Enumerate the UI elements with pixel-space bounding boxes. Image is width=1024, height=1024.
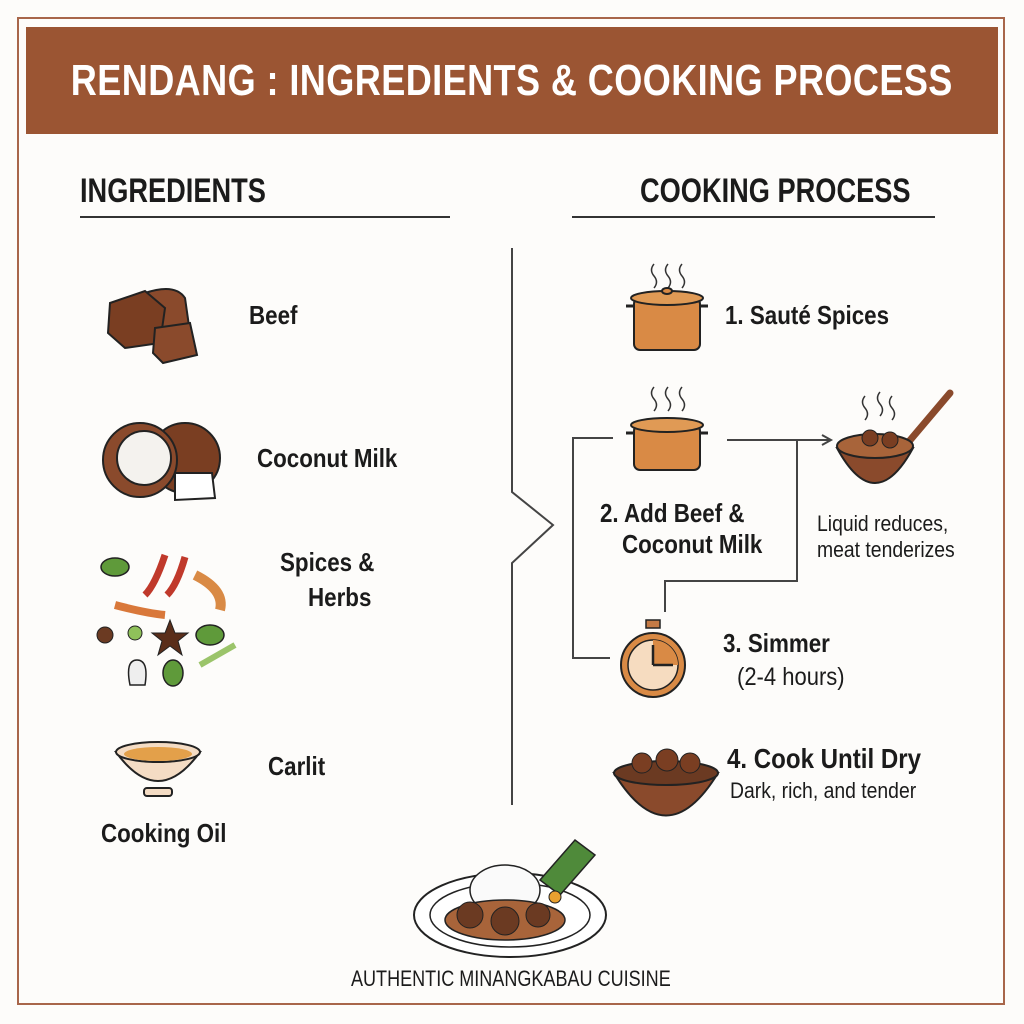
ingredients-underline	[80, 216, 450, 218]
process-heading: COOKING PROCESS	[640, 172, 911, 210]
step-4-sub: Dark, rich, and tender	[730, 778, 917, 803]
process-underline	[572, 216, 935, 218]
side-note-line2: meat tenderizes	[817, 537, 955, 562]
ingredient-carlit: Carlit	[268, 751, 326, 781]
page-frame	[17, 17, 1005, 1005]
beef-cubes-icon	[106, 288, 199, 365]
stew-bowl-icon	[835, 389, 954, 484]
steam-pot-icon	[626, 263, 708, 351]
spices-herbs-icon	[96, 553, 237, 687]
ingredient-cooking-oil: Cooking Oil	[101, 818, 227, 848]
ingredient-beef: Beef	[249, 300, 298, 330]
side-note-line1: Liquid reduces,	[817, 511, 949, 536]
ingredient-spices-line2: Herbs	[308, 582, 372, 612]
stopwatch-icon	[620, 619, 686, 698]
oil-bowl-icon	[114, 741, 202, 797]
rendang-bowl-icon	[612, 748, 720, 817]
step-1-label: 1. Sauté Spices	[725, 300, 890, 330]
ingredient-spices-line1: Spices &	[280, 547, 375, 577]
rendang-plate-icon	[413, 838, 607, 958]
title-banner: RENDANG : INGREDIENTS & COOKING PROCESS	[26, 27, 998, 134]
ingredients-heading: INGREDIENTS	[80, 172, 266, 210]
page-title: RENDANG : INGREDIENTS & COOKING PROCESS	[71, 55, 953, 105]
step-4-label: 4. Cook Until Dry	[727, 743, 922, 774]
coconut-icon	[102, 422, 221, 502]
step-2-line1: 2. Add Beef &	[600, 498, 745, 528]
step-3-line2: (2-4 hours)	[737, 663, 845, 691]
step-2-line2: Coconut Milk	[622, 529, 763, 559]
step-3-line1: 3. Simmer	[723, 628, 830, 658]
pot-icon	[626, 386, 708, 471]
footer-caption: AUTHENTIC MINANGKABAU CUISINE	[351, 966, 671, 991]
ingredient-coconut-milk: Coconut Milk	[257, 443, 398, 473]
